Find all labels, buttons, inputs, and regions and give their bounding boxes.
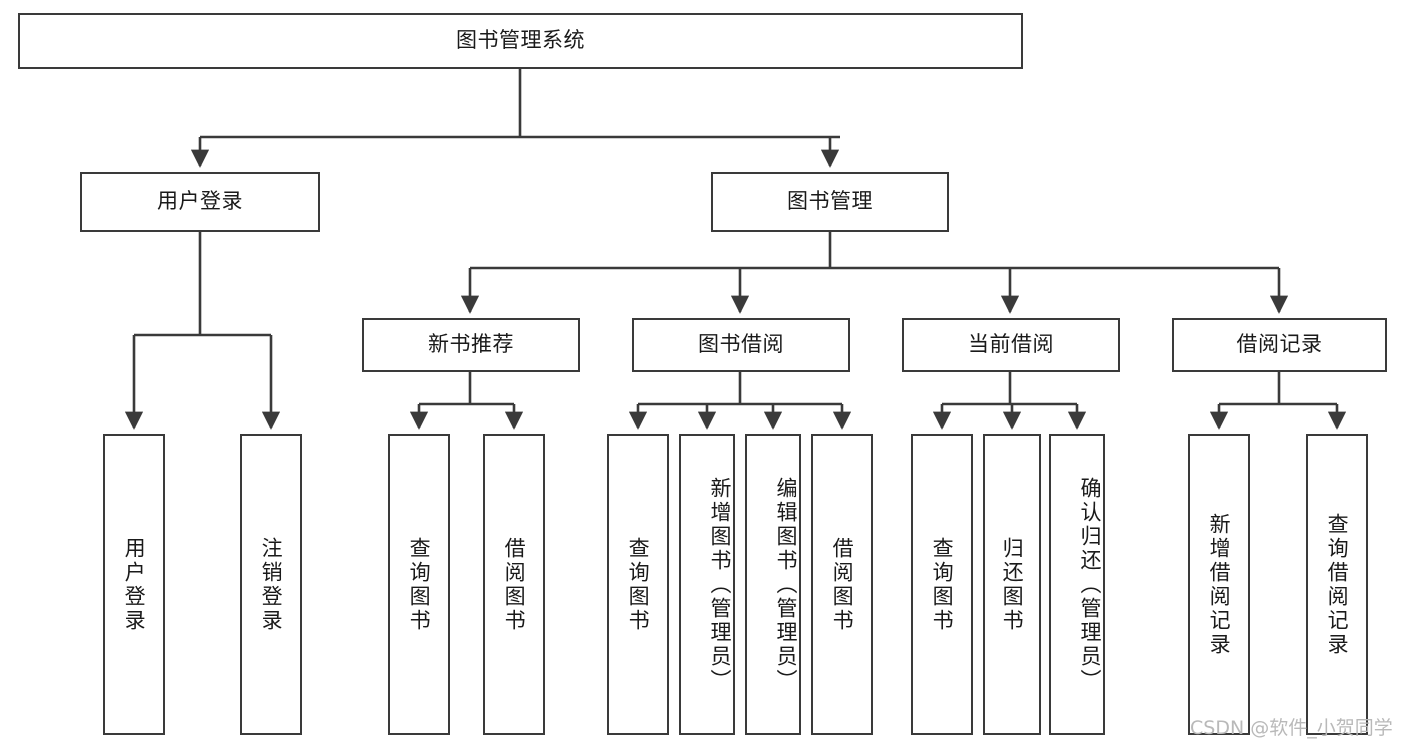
leaf-return-book-label: 归还图书 — [1000, 536, 1025, 633]
node-book-management[interactable]: 图书管理 — [711, 172, 949, 232]
node-root[interactable]: 图书管理系统 — [18, 13, 1023, 69]
leaf-return-book[interactable]: 归还图书 — [983, 434, 1041, 735]
node-root-label: 图书管理系统 — [456, 28, 585, 53]
node-book-borrow-label: 图书借阅 — [698, 332, 784, 357]
leaf-add-book-admin[interactable]: 新增图书（管理员） — [679, 434, 735, 735]
node-current-borrow[interactable]: 当前借阅 — [902, 318, 1120, 372]
node-book-management-label: 图书管理 — [787, 189, 873, 214]
node-user-login-label: 用户登录 — [157, 189, 243, 214]
csdn-watermark: CSDN @软件_小贺同学 — [1190, 717, 1393, 739]
leaf-edit-book-admin-label: 编辑图书（管理员） — [774, 476, 798, 693]
leaf-user-login-label: 用户登录 — [122, 536, 147, 633]
leaf-borrow-book-recommend-label: 借阅图书 — [502, 536, 527, 633]
leaf-user-logout-label: 注销登录 — [259, 536, 284, 633]
node-new-book-recommend[interactable]: 新书推荐 — [362, 318, 580, 372]
leaf-add-borrow-record[interactable]: 新增借阅记录 — [1188, 434, 1250, 735]
leaf-confirm-return-admin-label: 确认归还（管理员） — [1078, 476, 1102, 693]
leaf-query-borrow-record[interactable]: 查询借阅记录 — [1306, 434, 1368, 735]
leaf-borrow-book-label: 借阅图书 — [830, 536, 855, 633]
node-user-login[interactable]: 用户登录 — [80, 172, 320, 232]
leaf-query-book-borrow[interactable]: 查询图书 — [607, 434, 669, 735]
leaf-confirm-return-admin[interactable]: 确认归还（管理员） — [1049, 434, 1105, 735]
leaf-edit-book-admin[interactable]: 编辑图书（管理员） — [745, 434, 801, 735]
leaf-borrow-book[interactable]: 借阅图书 — [811, 434, 873, 735]
node-current-borrow-label: 当前借阅 — [968, 332, 1054, 357]
leaf-borrow-book-recommend[interactable]: 借阅图书 — [483, 434, 545, 735]
leaf-query-book-current-label: 查询图书 — [930, 536, 955, 633]
node-book-borrow[interactable]: 图书借阅 — [632, 318, 850, 372]
leaf-query-borrow-record-label: 查询借阅记录 — [1325, 512, 1350, 657]
node-new-book-recommend-label: 新书推荐 — [428, 332, 514, 357]
node-borrow-record-label: 借阅记录 — [1236, 332, 1323, 357]
leaf-user-logout[interactable]: 注销登录 — [240, 434, 302, 735]
leaf-query-book-recommend-label: 查询图书 — [407, 536, 432, 633]
leaf-query-book-borrow-label: 查询图书 — [626, 536, 651, 633]
leaf-add-book-admin-label: 新增图书（管理员） — [708, 476, 732, 693]
node-borrow-record[interactable]: 借阅记录 — [1172, 318, 1387, 372]
leaf-add-borrow-record-label: 新增借阅记录 — [1207, 512, 1232, 657]
leaf-user-login[interactable]: 用户登录 — [103, 434, 165, 735]
leaf-query-book-recommend[interactable]: 查询图书 — [388, 434, 450, 735]
leaf-query-book-current[interactable]: 查询图书 — [911, 434, 973, 735]
